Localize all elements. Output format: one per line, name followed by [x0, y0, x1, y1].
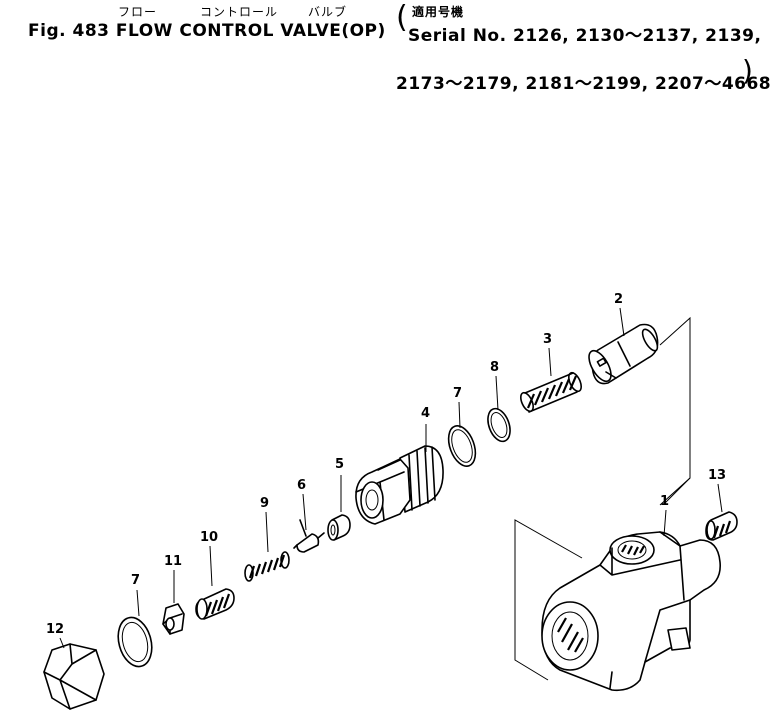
- part-7-o-ring-upper: [447, 425, 477, 467]
- part-6-needle: [293, 519, 325, 553]
- callout-8: 8: [490, 360, 500, 375]
- part-7-o-ring-lower: [117, 616, 153, 668]
- callout-3: 3: [543, 332, 553, 347]
- plane-edge: [663, 477, 691, 505]
- part-3-spring: [520, 371, 582, 413]
- figure-title: Fig. 483 FLOW CONTROL VALVE(OP): [28, 21, 386, 41]
- callout-11: 11: [164, 554, 183, 569]
- part-2-sleeve: [588, 323, 659, 385]
- part-1-housing: [541, 531, 721, 692]
- callout-4: 4: [421, 406, 431, 421]
- callout-10: 10: [200, 530, 219, 545]
- part-5-sleeve: [327, 514, 351, 541]
- callout-7-upper: 7: [453, 386, 463, 401]
- callout-7-lower: 7: [131, 573, 141, 588]
- callout-9: 9: [260, 496, 270, 511]
- callout-1: 1: [660, 494, 670, 509]
- callout-2: 2: [614, 292, 624, 307]
- callout-5: 5: [335, 457, 345, 472]
- serial-line-1: Serial No. 2126, 2130～2137, 2139,: [408, 26, 762, 46]
- leader-lines: [59, 307, 723, 649]
- part-4-valve-body: [355, 445, 444, 525]
- part-10-screw: [195, 588, 235, 620]
- callout-13: 13: [708, 468, 727, 483]
- plane-outline-lower: [514, 519, 583, 681]
- part-9-spring: [244, 551, 290, 582]
- serial-line-2: 2173～2179, 2181～2199, 2207～4668: [396, 74, 771, 94]
- callout-12: 12: [46, 622, 65, 637]
- callout-6: 6: [297, 478, 307, 493]
- close-paren-glyph: ): [742, 54, 753, 87]
- plane-outline-upper: [659, 316, 691, 506]
- kana-title-control: コントロール: [200, 5, 279, 19]
- applicable-label: 適用号機: [412, 5, 465, 19]
- part-8-o-ring: [487, 407, 511, 443]
- part-13-plug: [705, 511, 738, 541]
- kana-title-flow: フロー: [118, 5, 158, 19]
- part-12-plug: [43, 643, 105, 710]
- part-11-nut: [162, 603, 185, 635]
- kana-title-valve: バルブ: [308, 5, 348, 19]
- open-paren-glyph: (: [396, 0, 408, 35]
